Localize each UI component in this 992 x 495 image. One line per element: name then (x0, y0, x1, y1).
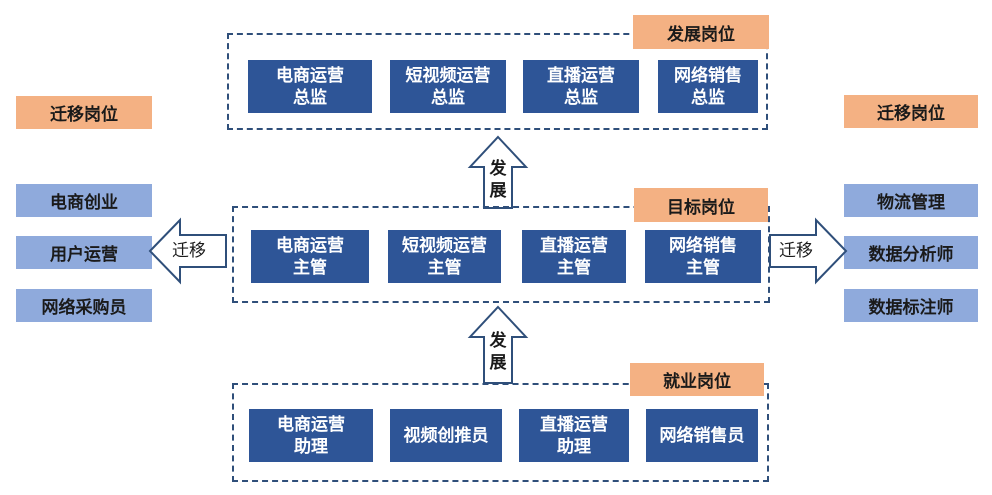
role-netsales-staff: 网络销售员 (646, 409, 758, 462)
migration-right-role-2: 数据标注师 (844, 289, 978, 322)
develop-label-lower: 发 展 (489, 331, 507, 373)
role-ecommerce-supervisor: 电商运营 主管 (251, 230, 369, 283)
migration-right-label: 迁移岗位 (844, 95, 978, 128)
role-ecommerce-assistant: 电商运营 助理 (249, 409, 373, 462)
migrate-left-arrow (148, 217, 227, 285)
migration-left-role-0: 电商创业 (16, 184, 152, 217)
migrate-right-label: 迁移 (779, 241, 813, 261)
role-ecommerce-director: 电商运营 总监 (248, 60, 372, 113)
migrate-left-label: 迁移 (172, 241, 206, 261)
role-shortvideo-supervisor: 短视频运营 主管 (388, 230, 501, 283)
employment-label: 就业岗位 (630, 363, 764, 396)
role-shortvideo-director: 短视频运营 总监 (390, 60, 506, 113)
develop-up-arrow-upper (467, 135, 529, 209)
role-netsales-supervisor: 网络销售 主管 (645, 230, 761, 283)
target-label: 目标岗位 (634, 188, 768, 222)
role-livestream-assistant: 直播运营 助理 (519, 409, 629, 462)
role-livestream-supervisor: 直播运营 主管 (522, 230, 626, 283)
migration-left-role-2: 网络采购员 (16, 289, 152, 322)
develop-label-upper: 发 展 (489, 159, 507, 201)
role-netsales-director: 网络销售 总监 (658, 60, 758, 113)
employment-group (232, 383, 769, 482)
migration-left-role-1: 用户运营 (16, 236, 152, 269)
migrate-right-arrow (769, 217, 848, 285)
role-video-promoter: 视频创推员 (390, 409, 502, 462)
role-livestream-director: 直播运营 总监 (523, 60, 639, 113)
development-group (227, 33, 768, 130)
migration-right-role-0: 物流管理 (844, 184, 978, 217)
migration-right-role-1: 数据分析师 (844, 236, 978, 269)
development-label: 发展岗位 (633, 15, 769, 49)
migration-left-label: 迁移岗位 (16, 96, 152, 129)
